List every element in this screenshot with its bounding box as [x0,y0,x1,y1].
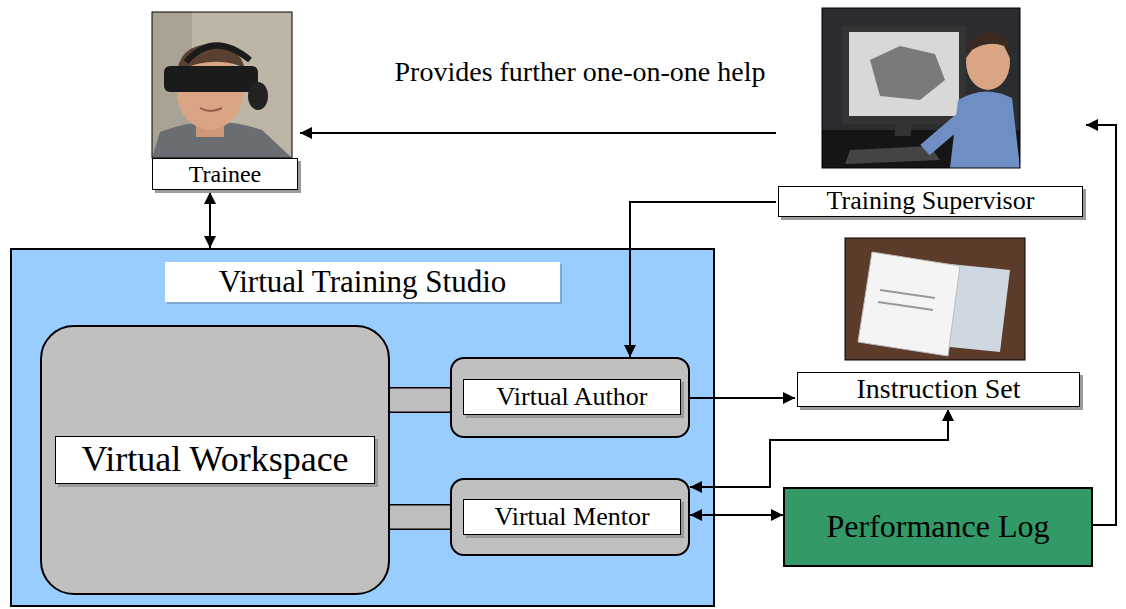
wall [152,12,292,158]
trainee-node: Trainee [150,10,300,192]
bar-fill [390,389,450,412]
connector-line [1086,125,1116,525]
supervisor-photo [822,8,1020,168]
node-label: Trainee [152,158,298,190]
author-box: Virtual Author [450,357,690,438]
cover-line [878,302,933,310]
log-box: Performance Log [783,487,1093,567]
room [822,8,1020,168]
mouth [200,108,222,111]
headset-visor [164,66,258,92]
headset-band [186,45,250,62]
connector-line [690,397,795,399]
cover-line [880,290,935,298]
connector-line [690,514,783,516]
screen [849,32,959,116]
edge-label: Provides further one-on-one help [370,56,790,88]
monitor-stand [895,124,911,136]
bar-outline [390,504,450,530]
model-on-screen [870,46,945,100]
table [845,238,1025,360]
bar-outline [390,387,450,413]
arm [925,120,960,150]
connector-arrow [690,398,795,399]
node-label: Virtual Workspace [55,436,375,484]
shirt [950,91,1020,168]
connector-bar [390,517,450,518]
photo-frame [822,8,1020,168]
connector-line [690,409,948,487]
node-label: Virtual Training Studio [165,262,560,302]
node-label: Virtual Mentor [463,499,681,535]
edge-label-box: Provides further one-on-one help [370,56,790,88]
connector-line [300,132,776,134]
supervisor-node: Training Supervisor [776,6,1086,219]
manual-node: Instruction Set [795,236,1082,409]
node-label: Virtual Author [463,379,681,415]
manual-photo [845,238,1025,360]
manual-cover [858,252,960,356]
monitor [842,26,966,124]
trainee-photo [152,12,292,158]
earpiece [248,82,268,110]
connector-arrow [300,133,776,134]
mentor-box: Virtual Mentor [450,478,690,556]
connector-arrow [1086,125,1116,525]
photo-frame [152,12,292,158]
connector-line [630,202,776,357]
connector-bar [390,400,450,401]
node-label: Instruction Set [797,372,1080,407]
connector-arrow [630,202,776,357]
connector-arrow [210,192,211,248]
connector-arrow [690,409,948,487]
node-text: Performance Log [785,489,1091,565]
hair [966,32,1010,58]
bar-fill [390,506,450,529]
connector-line [209,192,211,248]
studio-panel: Virtual Workspace Virtual AuthorVirtual M… [10,248,715,607]
workspace-box: Virtual Workspace [40,325,390,595]
photo-frame [845,238,1025,360]
connector-arrow [690,515,783,516]
node-label: Training Supervisor [778,186,1083,217]
